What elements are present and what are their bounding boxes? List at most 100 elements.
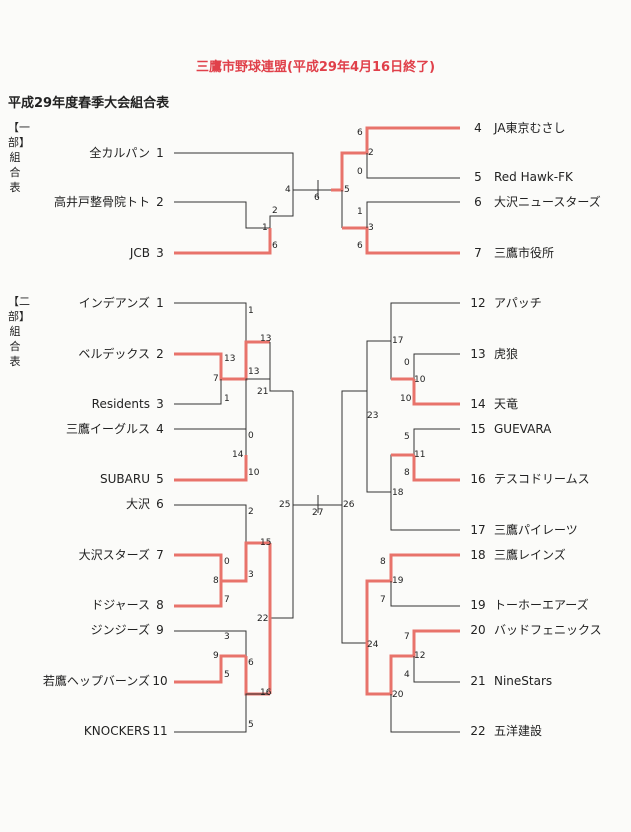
d2-team-name: 天竜 [494,397,519,411]
d2-score: 4 [404,670,410,680]
winner-path [331,126,460,192]
d2-team-name: バッドフェニックス [494,623,602,637]
d1-team-name: 全カルパン [89,146,150,160]
bracket-line [390,581,460,607]
winner-path [174,228,272,255]
d2-team-name: テスコドリームス [494,472,590,486]
d1-team-seed: 1 [156,146,164,160]
d2-team-name: インデアンズ [78,296,150,310]
d2-score: 10 [400,394,412,404]
d2-score: 26 [343,500,355,510]
d1-score: 6 [314,193,320,203]
d1-score: 6 [357,128,363,138]
d1-team-seed: 4 [474,121,482,135]
d2-team-name: 大沢 [125,497,150,511]
d2-team-seed: 16 [470,472,486,486]
winner-path [412,379,460,406]
d2-team-seed: 1 [156,296,164,310]
bracket-line [390,492,460,531]
d2-team-seed: 18 [470,548,486,562]
d2-score: 8 [213,576,219,586]
d1-team-name: JA東京むさし [494,121,566,135]
bracket-line [331,390,367,506]
d2-score: 0 [404,358,410,368]
d2-team-name: Residents [91,397,150,411]
winner-path [174,654,246,684]
d2-score: 25 [279,500,291,510]
d2-team-seed: 12 [470,296,486,310]
d2-score: 7 [404,632,410,642]
d2-score: 2 [248,507,254,517]
d2-team-seed: 2 [156,347,164,361]
d2-team-seed: 10 [152,674,168,688]
bracket-line [269,190,294,228]
d2-team-seed: 13 [470,347,486,361]
d2-team-seed: 22 [470,724,486,738]
bracket-line [292,391,306,506]
d2-team-name: GUEVARA [494,422,552,436]
d2-team-seed: 11 [152,724,168,738]
d2-team-name: ベルデックス [78,347,150,361]
d2-score: 5 [248,720,254,730]
bracket-line [269,342,293,392]
d1-score: 2 [272,206,278,216]
d2-team-name: 大沢スターズ [78,548,150,562]
bracket-line [174,379,222,405]
d2-score: 0 [224,557,230,567]
d2-team-seed: 7 [156,548,164,562]
d2-score: 20 [392,690,404,700]
d2-score: 22 [257,614,269,624]
bracket-line [366,153,460,179]
d2-score: 13 [248,367,260,377]
d2-team-seed: 19 [470,598,486,612]
d2-team-seed: 4 [156,422,164,436]
d1-score: 6 [357,241,363,251]
d2-score: 11 [414,450,426,460]
d2-score: 17 [392,336,404,346]
d2-score: 5 [224,670,230,680]
d2-team-name: KNOCKERS [83,724,150,738]
d2-score: 10 [248,468,260,478]
bracket-line [174,152,306,191]
d1-score: 3 [368,223,374,233]
page-title: 三鷹市野球連盟(平成29年4月16日終了) [195,60,436,75]
winner-path [174,581,223,608]
d2-team-name: 虎狼 [494,347,519,361]
d2-score: 15 [260,538,272,548]
bracket-line [366,201,460,228]
d2-score: 8 [380,557,386,567]
d2-team-seed: 21 [470,674,486,688]
d2-score: 1 [224,394,230,404]
d2-score: 7 [224,595,230,605]
d2-team-seed: 14 [470,397,486,411]
d2-score: 10 [414,375,426,385]
winner-path [174,455,248,482]
d2-score: 19 [392,576,404,586]
d2-team-seed: 6 [156,497,164,511]
d2-team-seed: 3 [156,397,164,411]
d1-team-name: 高井戸整骨院トト [53,195,150,209]
winner-path [365,629,460,696]
bracket-line [174,630,247,656]
d2-score: 9 [213,651,219,661]
d2-score: 23 [367,411,379,421]
d2-score: 13 [224,354,236,364]
d2-score: 18 [392,488,404,498]
d1-team-seed: 5 [474,170,482,184]
bracket-line [245,378,271,455]
d2-team-name: 三鷹イーグルス [65,422,150,436]
winner-path [174,541,270,583]
d2-score: 5 [404,432,410,442]
d2-team-name: 三鷹パイレーツ [494,523,578,537]
d1-team-name: Red Hawk-FK [494,170,573,184]
d2-score: 3 [248,570,254,580]
d2-score: 7 [213,374,219,384]
d2-score: 16 [260,688,272,698]
winner-path [342,226,460,255]
bracket-line [174,693,270,733]
d2-team-name: アパッチ [494,296,542,310]
d1-score: 0 [357,167,363,177]
d2-team-name: ジンジーズ [90,623,150,637]
d2-team-name: 若鷹ヘップバーンズ [42,674,150,688]
